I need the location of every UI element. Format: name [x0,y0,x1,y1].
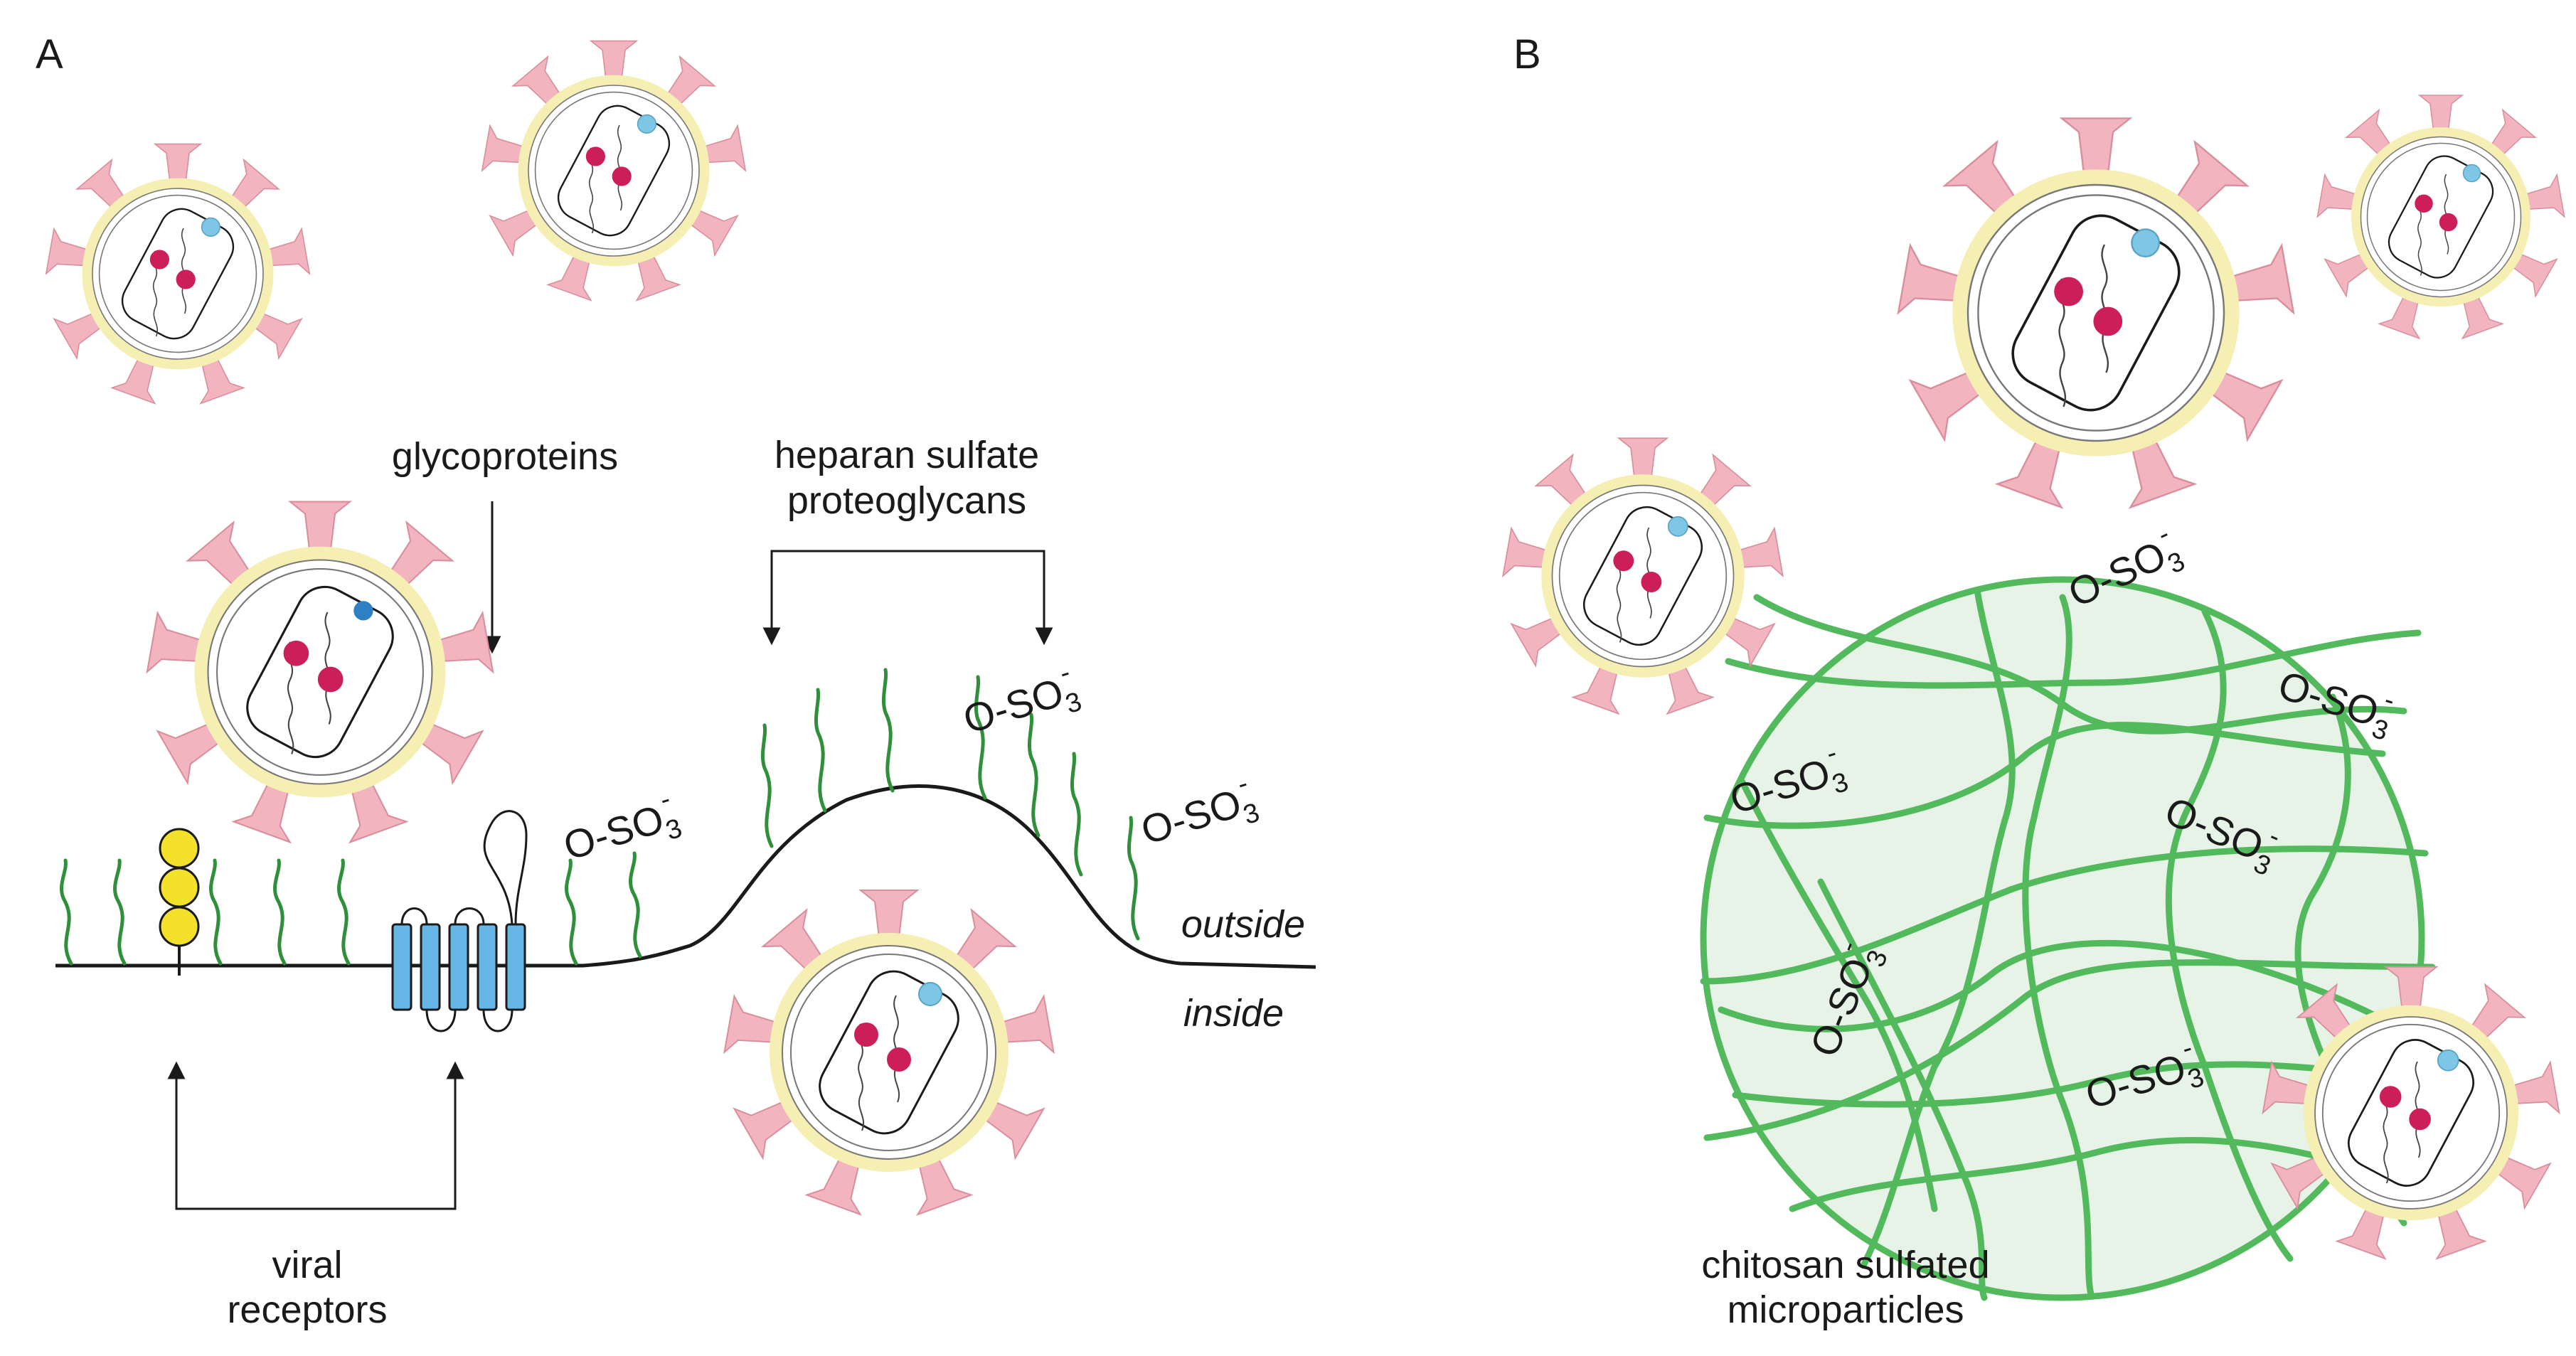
hspg-bracket-arrow [762,550,1053,646]
panel-label-a: A [36,31,63,78]
sulfate-group: O-SO3 - [558,784,686,869]
bead-chain-receptor-icon [159,828,200,976]
hspg-label-line2: proteoglycans [787,479,1026,522]
seven-transmembrane-receptor-icon [391,810,528,1032]
virus-particle-icon [46,144,309,404]
glycoproteins-label: glycoproteins [392,435,618,478]
virus-particle-icon [147,502,493,843]
virus-particle-icon [2317,95,2564,338]
virus-particle-icon [2263,967,2560,1259]
virus-particle-icon [482,41,745,301]
sulfate-group: O-SO3 - [1136,769,1263,853]
receptors-bracket-arrow [167,1061,464,1210]
glycoproteins-arrow [483,501,501,654]
hspg-chain-group-left [60,851,642,966]
cell-membrane [55,784,1316,969]
hspg-label-line1: heparan sulfate [775,434,1039,476]
virus-particle-icon [1503,438,1783,714]
hspg-chain-group-bump [760,668,1140,941]
microparticles-label-line2: microparticles [1727,1288,1964,1331]
inside-label: inside [1183,992,1284,1035]
receptors-label-line1: viral [272,1244,342,1286]
microparticles-label-line1: chitosan sulfated [1701,1244,1989,1286]
chitosan-microparticle [1700,576,2436,1301]
receptors-label-line2: receptors [227,1288,387,1331]
panel-label-b: B [1513,31,1541,78]
sulfate-group: O-SO3 - [958,658,1085,742]
outside-label: outside [1181,903,1305,946]
virus-particle-icon [725,890,1054,1214]
virus-particle-icon [1898,118,2294,507]
